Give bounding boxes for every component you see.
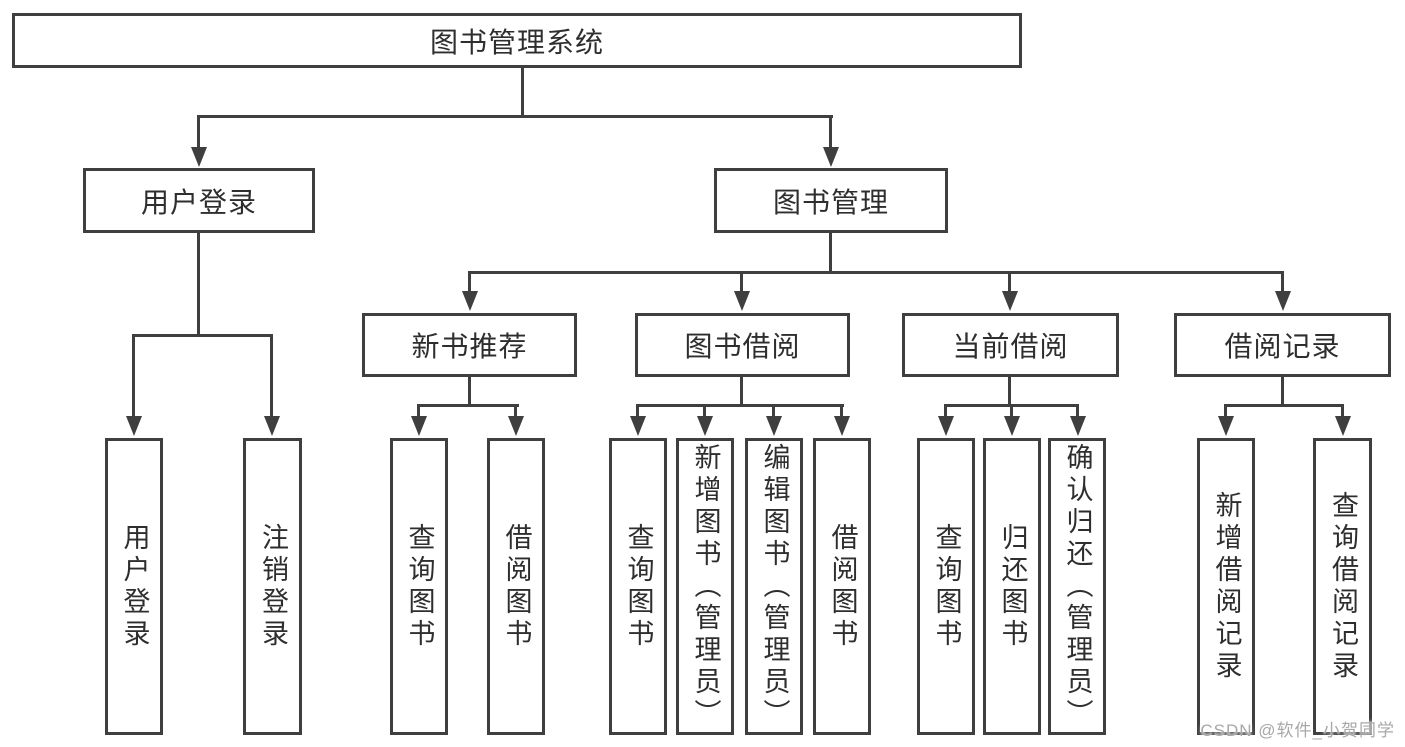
edge-line [197, 115, 200, 151]
edge-line [1341, 404, 1344, 422]
arrow-down [508, 416, 524, 436]
arrow-down [1070, 416, 1086, 436]
edge-line [740, 377, 743, 407]
arrow-down [1002, 291, 1018, 311]
arrow-down [1275, 291, 1291, 311]
leaf-query-borrow-record: 查询借阅记录 [1313, 438, 1372, 735]
leaf-label: 查询图书 [931, 522, 962, 651]
leaf-label: 用户登录 [119, 522, 150, 651]
leaf-label: 注销登录 [258, 522, 288, 651]
edge-line [270, 334, 273, 421]
edge-line [1008, 377, 1011, 407]
leaf-label: 编辑图书（管理员） [759, 442, 790, 731]
node-current-borrowing: 当前借阅 [902, 313, 1119, 377]
edge-line [840, 404, 843, 422]
node-new-book-recommend: 新书推荐 [362, 313, 577, 377]
leaf-logout: 注销登录 [243, 438, 302, 735]
leaf-query-books-recommend: 查询图书 [390, 438, 448, 735]
arrow-down [697, 416, 713, 436]
leaf-query-books-borrow: 查询图书 [609, 438, 667, 735]
edge-line [1010, 404, 1013, 422]
edge-line [829, 233, 832, 274]
edge-line [514, 404, 517, 422]
leaf-label: 查询图书 [623, 522, 654, 651]
leaf-borrow-books: 借阅图书 [813, 438, 871, 735]
leaf-label: 确认归还（管理员） [1062, 442, 1093, 731]
edge-line [1281, 377, 1284, 407]
arrow-down [411, 416, 427, 436]
edge-line [468, 377, 471, 407]
edge-line [468, 271, 471, 295]
leaf-label: 新增图书（管理员） [690, 442, 721, 731]
edge-line [1224, 404, 1227, 422]
arrow-down [191, 147, 207, 167]
edge-line [468, 271, 1284, 274]
leaf-user-login: 用户登录 [105, 438, 163, 735]
leaf-label: 借阅图书 [827, 522, 858, 651]
arrow-down [462, 291, 478, 311]
node-book-management: 图书管理 [714, 168, 948, 233]
edge-line [1008, 271, 1011, 295]
arrow-down [126, 416, 142, 436]
edge-line [740, 271, 743, 295]
node-borrow-records: 借阅记录 [1174, 313, 1391, 377]
edge-line [132, 334, 135, 421]
edge-line [1281, 271, 1284, 295]
csdn-watermark: CSDN @软件_小贺同学 [1200, 721, 1395, 740]
edge-line [1076, 404, 1079, 422]
edge-line [636, 404, 844, 407]
leaf-confirm-return-admin: 确认归还（管理员） [1048, 438, 1106, 735]
arrow-down [1004, 416, 1020, 436]
arrow-down [734, 291, 750, 311]
edge-line [417, 404, 519, 407]
node-label: 图书借阅 [684, 331, 801, 362]
edge-line [521, 68, 524, 118]
edge-line [417, 404, 420, 422]
arrow-down [264, 416, 280, 436]
arrow-down [766, 416, 782, 436]
node-label: 图书管理 [772, 186, 889, 218]
edge-line [772, 404, 775, 422]
leaf-label: 归还图书 [997, 522, 1028, 651]
node-user-login: 用户登录 [83, 168, 315, 233]
leaf-label: 借阅图书 [501, 522, 532, 651]
arrow-down [1335, 416, 1351, 436]
leaf-edit-book-admin: 编辑图书（管理员） [745, 438, 803, 735]
leaf-borrow-books-recommend: 借阅图书 [487, 438, 545, 735]
edge-line [198, 115, 833, 118]
node-label: 新书推荐 [411, 331, 528, 362]
leaf-return-books: 归还图书 [983, 438, 1041, 735]
leaf-query-books-current: 查询图书 [917, 438, 975, 735]
edge-line [1224, 404, 1344, 407]
edge-line [636, 404, 639, 422]
node-book-borrowing: 图书借阅 [635, 313, 850, 377]
leaf-label: 查询借阅记录 [1328, 490, 1358, 683]
edge-line [132, 334, 273, 337]
edge-line [944, 404, 947, 422]
node-label: 借阅记录 [1224, 331, 1341, 362]
arrow-down [834, 416, 850, 436]
edge-line [829, 115, 832, 151]
edge-line [197, 233, 200, 337]
arrow-down [823, 147, 839, 167]
arrow-down [1218, 416, 1234, 436]
arrow-down [630, 416, 646, 436]
leaf-add-borrow-record: 新增借阅记录 [1197, 438, 1255, 735]
leaf-label: 查询图书 [404, 522, 435, 651]
leaf-add-book-admin: 新增图书（管理员） [676, 438, 734, 735]
edge-line [703, 404, 706, 422]
node-label: 当前借阅 [952, 331, 1069, 362]
leaf-label: 新增借阅记录 [1211, 490, 1242, 683]
node-label: 用户登录 [140, 186, 257, 218]
node-label: 图书管理系统 [429, 26, 604, 58]
arrow-down [938, 416, 954, 436]
node-library-management-system: 图书管理系统 [12, 13, 1022, 68]
